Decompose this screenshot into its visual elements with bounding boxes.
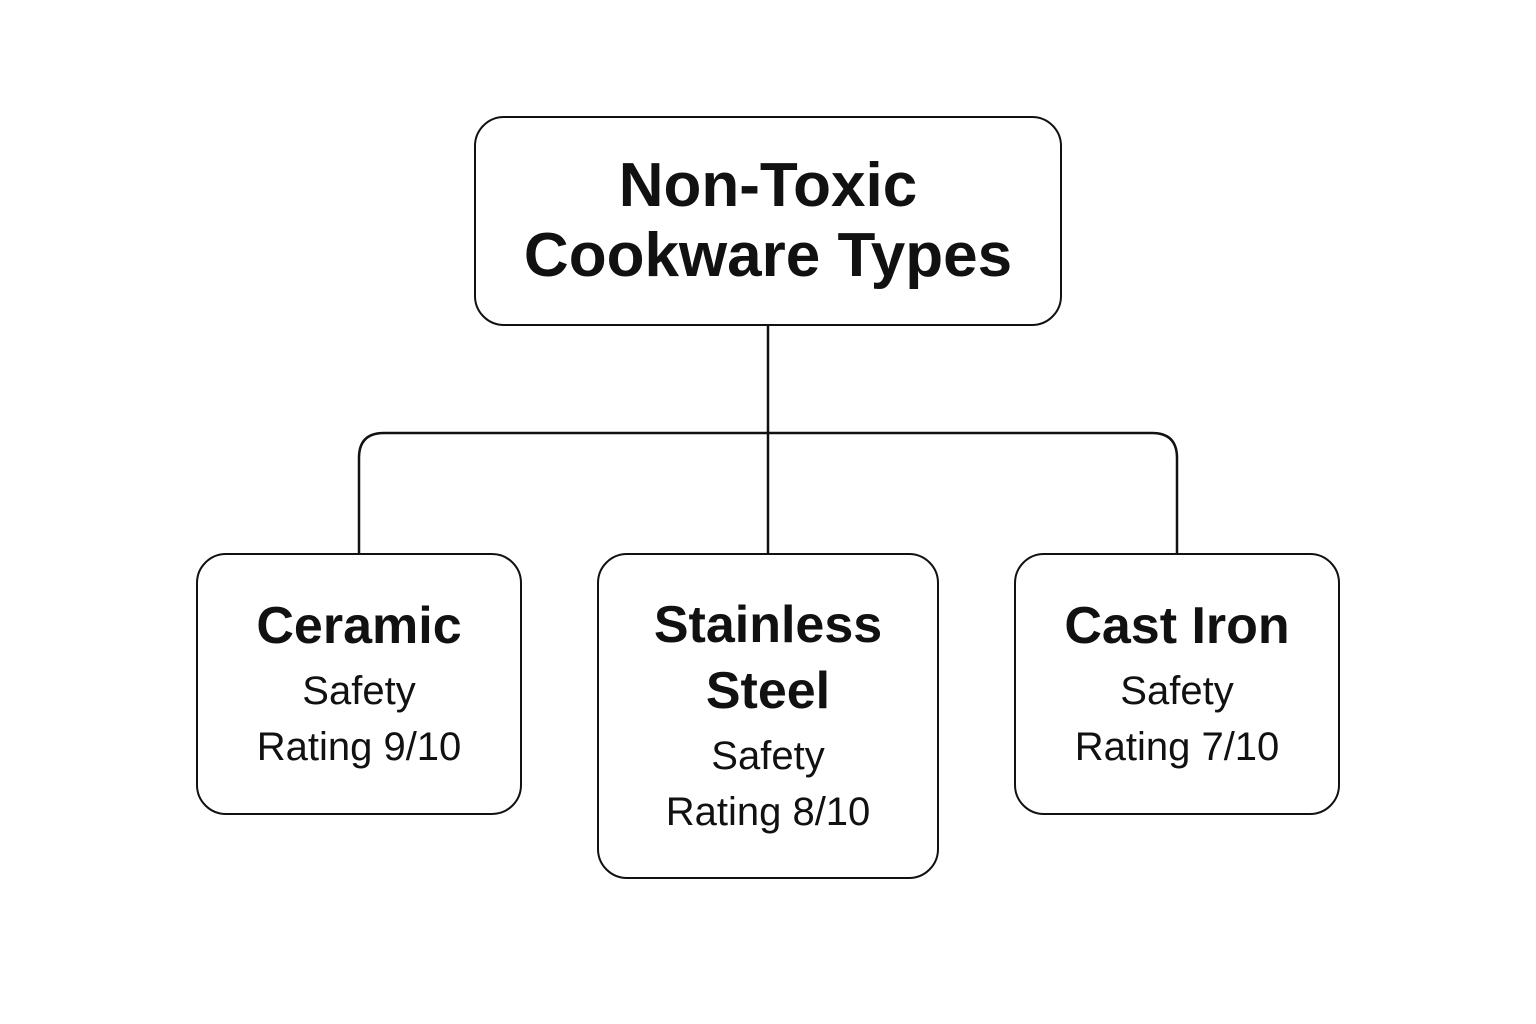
child-node-cast-iron: Cast Iron Safety Rating 7/10 xyxy=(1014,553,1340,815)
child-name: Ceramic xyxy=(256,597,462,655)
child-safety-rating: Safety Rating 9/10 xyxy=(256,669,462,769)
child-safety-rating: Safety Rating 7/10 xyxy=(1074,669,1280,769)
child-node-ceramic: Ceramic Safety Rating 9/10 xyxy=(196,553,522,815)
root-title: Non-Toxic Cookware Types xyxy=(523,151,1013,290)
connector-branch-bus xyxy=(357,431,1179,553)
child-safety-rating: Safety Rating 8/10 xyxy=(665,734,871,834)
child-node-stainless-steel: Stainless Steel Safety Rating 8/10 xyxy=(597,553,939,879)
child-name: Stainless Steel xyxy=(653,596,883,720)
child-name: Cast Iron xyxy=(1064,597,1290,655)
root-node: Non-Toxic Cookware Types xyxy=(474,116,1062,326)
